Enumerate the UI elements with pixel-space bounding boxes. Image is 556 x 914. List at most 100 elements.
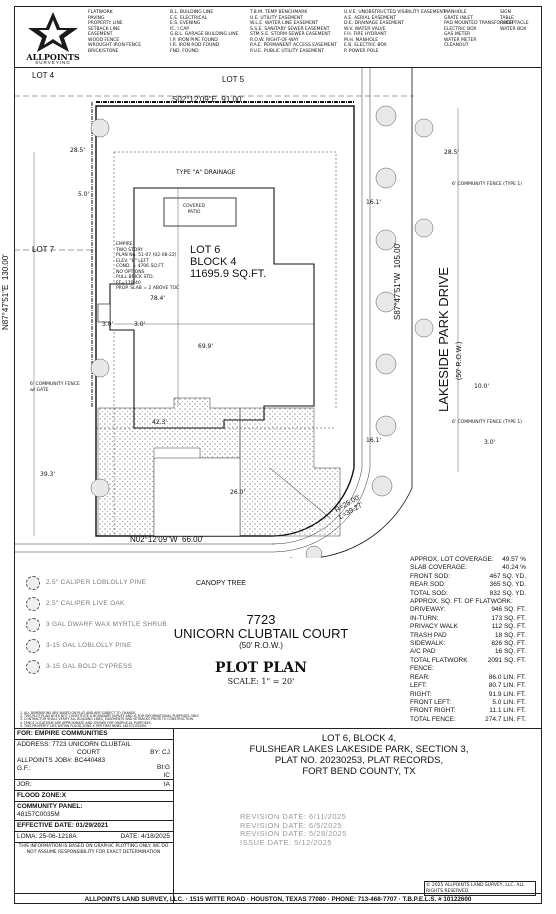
plot-plan-sheet [14, 6, 542, 904]
dimension-label: 3.0' [102, 321, 114, 328]
stat-value: 274.7 LIN. FT. [485, 715, 526, 723]
issue-date: ISSUE DATE: 5/12/2025 [240, 837, 333, 847]
legend-item: STM.S.E. STORM SEWER EASEMENT [250, 32, 331, 37]
legend-item: WROUGHT IRON FENCE [88, 43, 142, 48]
dimension-label: 78.4' [150, 295, 166, 302]
legend-item: PAVING [88, 15, 105, 21]
revision-1: REVISION DATE: 6/11/2025 [240, 812, 347, 821]
note-line: 5. THIS PROPERTY LIES WITHIN FLOOD ZONE … [20, 723, 147, 728]
disclaimer: THIS INFORMATION IS BASED ON GRAPHIC PLO… [18, 844, 169, 855]
stat-value: 467 SQ. YD. [489, 572, 526, 580]
legend-item: W.V. WATER VALVE [344, 26, 386, 32]
address-street: UNICORN CLUBTAIL COURT [173, 626, 349, 641]
tree-label: 3-15 GAL BOLD CYPRESS [46, 663, 133, 670]
effective-date: EFFECTIVE DATE: 01/29/2021 [14, 821, 173, 832]
lot-7-label: LOT 7 [32, 245, 55, 254]
legend-item: I.P. IRON PIPE FOUND [170, 37, 218, 43]
legend-item: A.E. AERIAL EASEMENT [344, 15, 396, 21]
dimension-label: 39.3' [40, 471, 56, 478]
tree-icon [26, 617, 40, 632]
stat-label: FRONT RIGHT: [410, 707, 456, 715]
dimension-label: 16.1' [366, 437, 382, 444]
note-line: 2. THIS PLOT PLAN DOES NOT CONSTITUTE A … [20, 714, 200, 719]
stat-row: IN-TURN:173 SQ. FT. [410, 615, 526, 623]
dimension-label: 28.5' [70, 147, 86, 154]
copyright-stamp: © 2025 ALLPOINTS LAND SURVEY, LLC. ALL R… [424, 881, 536, 896]
footer-company: ALLPOINTS LAND SURVEY, LLC. · 1515 WITTE… [14, 893, 542, 903]
tree-legend-item: 3 GAL DWARF WAX MYRTLE SHRUB [26, 614, 216, 635]
job-code: BI:G [156, 764, 170, 771]
title-block: FOR: EMPIRE COMMUNITIES ADDRESS: 7723 UN… [14, 728, 542, 904]
legend-item: P. POWER POLE [344, 48, 379, 54]
panel-number: 48157C0035M [17, 811, 60, 818]
gf-label: G.F.: [17, 765, 31, 772]
tree-legend-item: 2.5" CALIPER LIVE OAK [26, 593, 216, 614]
stat-row: LEFT: 80.7 LIN. FT. [410, 682, 526, 690]
stat-value: 16 SQ. FT. [494, 648, 526, 656]
dimension-label: 3.0' [134, 321, 146, 328]
lot-4-label: LOT 4 [32, 71, 55, 80]
plat-drawing [14, 68, 459, 558]
legend-item: P.U.E. PUBLIC UTILITY EASEMENT [250, 48, 324, 54]
legend-item: PAD MOUNTED TRANSFORMER [444, 21, 514, 26]
address-block: ADDRESS: 7723 UNICORN CLUBTAIL COURT BY:… [14, 740, 173, 780]
jor-code: IA [163, 781, 170, 788]
address-cont: COURT [77, 749, 100, 756]
legend-item: R.O.W. RIGHT-OF-WAY [250, 37, 299, 43]
street-row: (50' R.O.W.) [456, 341, 463, 380]
tree-legend-item: 3-15 GAL LOBLOLLY PINE [26, 635, 216, 656]
stat-row: FENCE: [410, 665, 526, 673]
legend-item: RECEPTACLE [500, 21, 529, 26]
stat-value: 18 SQ. FT. [494, 631, 526, 639]
tree-legend-item: 2.5" CALIPER LOBLOLLY PINE [26, 572, 216, 593]
legend-item: S.S.E. SANITARY SEWER EASEMENT [250, 26, 330, 32]
company-logo [28, 12, 78, 52]
stat-label: APPROX. SQ. FT. OF FLATWORK: [410, 598, 513, 606]
revision-2: REVISION DATE: 6/5/2025 [240, 820, 343, 830]
stat-label: APPROX. LOT COVERAGE: [410, 556, 494, 563]
community-fence-2: 6' COMMUNITY FENCE (TYPE 1) [452, 420, 522, 425]
legend-item: ELECTRIC BOX [444, 26, 477, 32]
stat-value: 832 SQ. YD. [489, 589, 526, 597]
legend-item: P.A.E. PERMANENT ACCESS EASEMENT [250, 43, 337, 48]
legend-item: TABLE [500, 15, 514, 21]
stat-label: LEFT: [410, 682, 427, 690]
stat-row: TOTAL SOD: 832 SQ. YD. [410, 590, 526, 598]
stat-label: TOTAL SOD: [410, 589, 448, 597]
canopy-tree-label: CANOPY TREE [196, 580, 246, 587]
stat-row: FRONT SOD:467 SQ. YD. [410, 573, 526, 581]
stat-row: SIDEWALK:826 SQ. FT. [410, 640, 526, 648]
address-row: (50' R.O.W.) [239, 641, 283, 650]
dimension-label: 3.0' [484, 439, 496, 446]
legend-item: E.E. ELECTRICAL [170, 15, 208, 21]
revision-3: REVISION DATE: 5/28/2025 [240, 829, 347, 839]
gf-code: IC [163, 772, 171, 779]
legend-item: F.H. FIRE HYDRANT [344, 32, 387, 37]
stat-label: REAR SOD: [410, 581, 446, 589]
note-line: 4. FENCE LOCATIONS ARE APPROXIMATE AND S… [20, 720, 152, 725]
legal-description: LOT 6, BLOCK 4, FULSHEAR LAKES LAKESIDE … [178, 733, 540, 777]
dimension-label: 69.9' [198, 343, 214, 350]
dimension-label: 42.3' [152, 419, 168, 426]
stat-value: 86.0 LIN. FT. [488, 673, 526, 681]
dimension-label: 28.5' [444, 149, 460, 156]
legend-item: FND. FOUND [170, 48, 199, 54]
east-bearing: S87°47'51"W 105.00' [393, 242, 402, 320]
stat-value: 80.7 LIN. FT. [488, 682, 526, 690]
loma-date: DATE: 4/18/2025 [120, 833, 170, 840]
legend-item: SETBACK LINE [88, 26, 121, 32]
stat-row: DRIVEWAY: 946 SQ. FT. [410, 606, 526, 614]
drainage-label: TYPE "A" DRAINAGE [176, 169, 236, 176]
stat-value: 946 SQ. FT. [491, 606, 526, 614]
dimension-label: 5.0' [78, 191, 90, 198]
legal-line-1: LOT 6, BLOCK 4, [321, 733, 397, 744]
legend-item: WOOD FENCE [88, 37, 120, 43]
scale-label: SCALE: 1" = 20' [227, 677, 295, 686]
stat-label: DRIVEWAY: [410, 606, 446, 614]
covered-patio-label: COVERED PATIO [183, 204, 205, 215]
stat-row: REAR SOD:365 SQ. YD. [410, 581, 526, 589]
